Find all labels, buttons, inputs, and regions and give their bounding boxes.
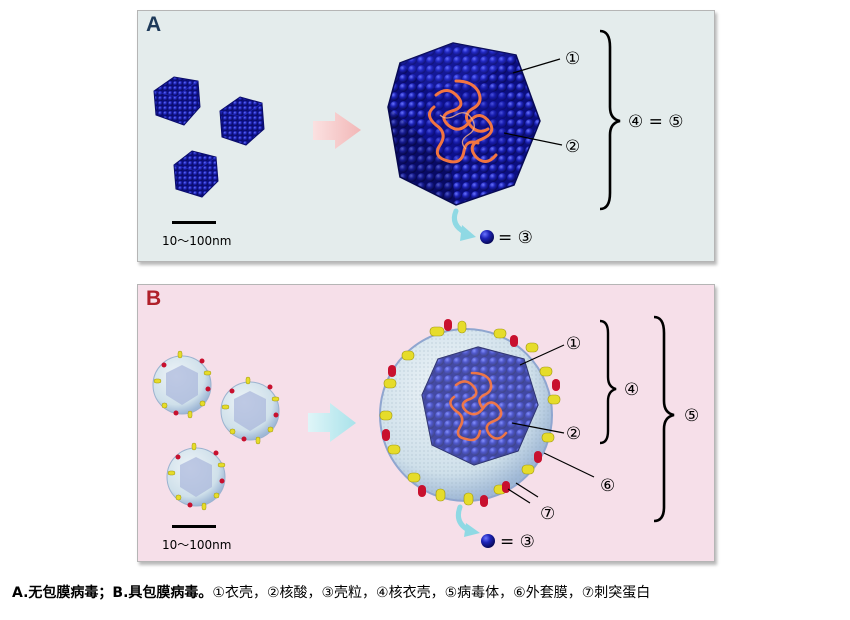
capsomere-equation: = ③ bbox=[498, 228, 533, 248]
panel-b-illustration: 10～100nm ① ② ⑥ ⑦ = ③ ④ ⑤ bbox=[152, 315, 699, 552]
curly-brace bbox=[599, 29, 621, 211]
small-virion-icon bbox=[173, 150, 219, 198]
scale-bar bbox=[172, 525, 216, 528]
small-virion-icon bbox=[153, 76, 201, 126]
callout-capsid: ① bbox=[566, 334, 581, 354]
callout-nucleic-acid: ② bbox=[566, 424, 581, 444]
scale-label: 10～100nm bbox=[162, 538, 231, 552]
capsomere-ball-icon bbox=[481, 534, 495, 548]
panel-b-enveloped: B bbox=[137, 284, 715, 562]
capsomere-equation: = ③ bbox=[500, 532, 535, 552]
brace-equation: ④ = ⑤ bbox=[628, 112, 684, 132]
curly-brace-outer bbox=[653, 315, 675, 523]
figure-caption: A.无包膜病毒；B.具包膜病毒。①衣壳，②核酸，③壳粒，④核衣壳，⑤病毒体，⑥外… bbox=[12, 582, 842, 602]
caption-bold: A.无包膜病毒；B.具包膜病毒。 bbox=[12, 585, 213, 601]
curly-brace-inner bbox=[599, 319, 617, 445]
panel-a-non-enveloped: A bbox=[137, 10, 715, 262]
capsomere-ball-icon bbox=[480, 230, 494, 244]
nucleic-acid-strand bbox=[449, 371, 508, 442]
caption-items: ①衣壳，②核酸，③壳粒，④核衣壳，⑤病毒体，⑥外套膜，⑦刺突蛋白 bbox=[212, 585, 651, 601]
brace-inner-label: ④ bbox=[624, 380, 639, 400]
small-enveloped-virion-icon bbox=[166, 442, 226, 511]
nucleic-acid-strand bbox=[428, 79, 498, 164]
transition-arrow-icon bbox=[308, 403, 356, 442]
brace-outer-label: ⑤ bbox=[684, 406, 699, 426]
panel-a-label: A bbox=[146, 13, 162, 36]
callout-spike: ⑦ bbox=[540, 504, 555, 524]
capsid-icosahedron bbox=[387, 42, 541, 206]
scale-label: 10～100nm bbox=[162, 234, 231, 248]
panel-a-illustration: 10～100nm ① ② = ③ ④ = ⑤ bbox=[153, 29, 684, 248]
scale-bar bbox=[172, 221, 216, 224]
panel-b-label: B bbox=[146, 287, 162, 310]
callout-capsid: ① bbox=[565, 49, 580, 69]
small-enveloped-virion-icon bbox=[220, 376, 280, 445]
small-enveloped-virion-icon bbox=[152, 350, 212, 419]
callout-nucleic-acid: ② bbox=[565, 137, 580, 157]
spike-protein-icon bbox=[379, 319, 561, 507]
transition-arrow-icon bbox=[313, 112, 361, 149]
small-virion-icon bbox=[219, 96, 265, 146]
callout-envelope: ⑥ bbox=[600, 476, 615, 496]
